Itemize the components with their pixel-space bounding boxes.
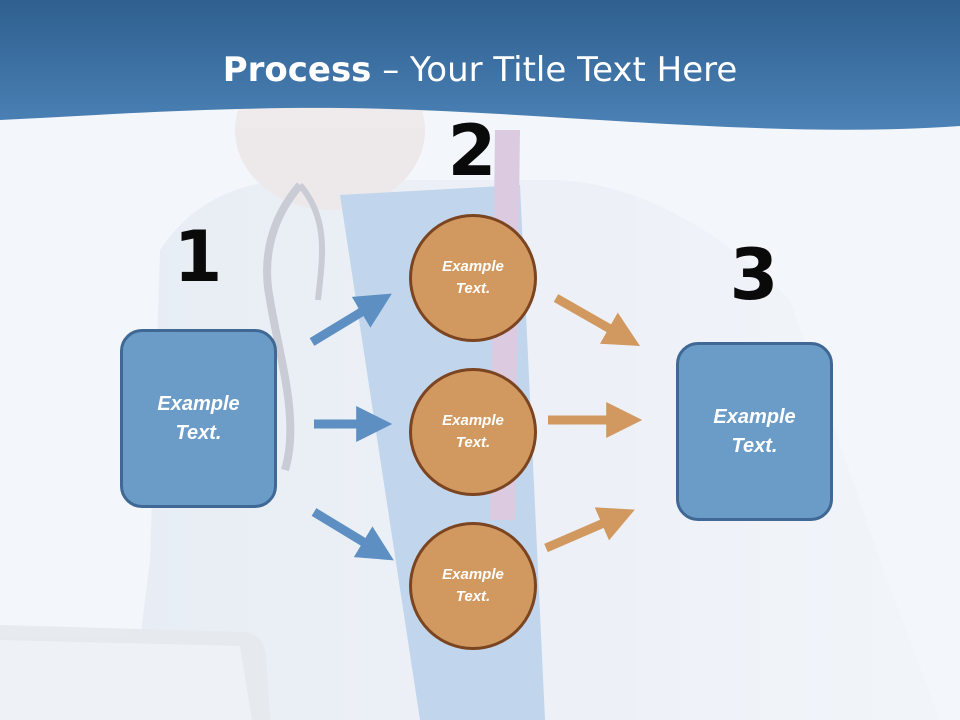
process-circle-middle: Example Text.: [409, 368, 537, 496]
header-band: [0, 0, 960, 130]
circle-middle-line2: Text.: [455, 434, 491, 451]
circle-top-line2: Text.: [455, 280, 491, 297]
left-process-box: Example Text.: [120, 329, 277, 508]
process-circle-bottom: Example Text.: [409, 522, 537, 650]
step-number-2: 2: [447, 110, 497, 192]
step-number-1: 1: [173, 216, 223, 298]
arrow-left-to-bottom: [311, 508, 394, 561]
step-number-3: 3: [729, 234, 779, 316]
left-box-line1: Example: [157, 392, 240, 415]
right-process-box: Example Text.: [676, 342, 833, 521]
circle-top-line1: Example: [442, 257, 504, 275]
left-box-line2: Text.: [175, 421, 222, 444]
circle-middle-line1: Example: [442, 411, 504, 429]
slide-title: Process – Your Title Text Here: [0, 50, 960, 90]
process-circle-top: Example Text.: [409, 214, 537, 342]
slide-title-rest: – Your Title Text Here: [371, 50, 738, 90]
right-box-line1: Example: [713, 405, 796, 428]
circle-bottom-line2: Text.: [455, 588, 491, 605]
arrow-left-to-top: [309, 293, 392, 346]
arrow-bottom-to-right: [544, 507, 635, 553]
right-box-line2: Text.: [731, 434, 778, 457]
circle-bottom-line1: Example: [442, 565, 504, 583]
arrow-top-to-right: [553, 294, 641, 347]
slide-title-strong: Process: [222, 50, 372, 90]
